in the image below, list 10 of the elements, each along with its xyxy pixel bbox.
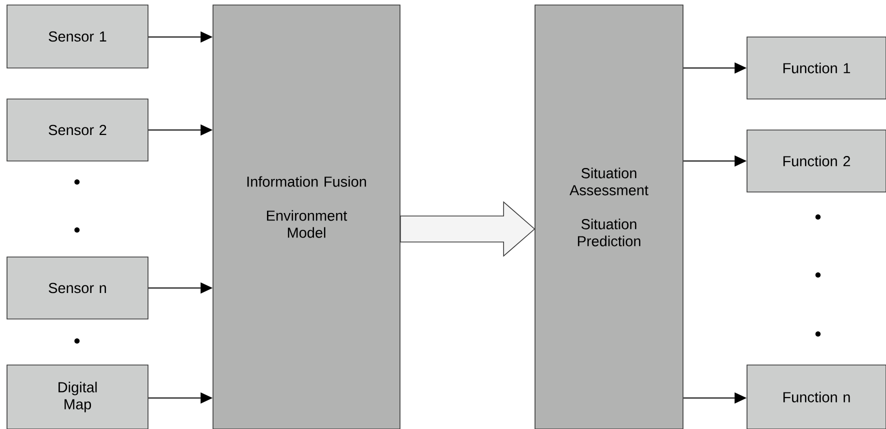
sensor-box: Sensor 1 [6,4,148,68]
function-box: Function n [746,364,886,429]
map-box: Digital Map [6,364,148,429]
function-box: Function 1 [746,36,886,100]
sensor-box: Sensor 2 [6,98,148,162]
arrow [400,201,536,257]
function-box: Function 2 [746,130,886,192]
fusion-block: Information Fusion Environment Model [212,4,400,429]
sensor-box: Sensor n [6,256,148,320]
situation-block: Situation Assessment Situation Prediction [534,4,684,429]
